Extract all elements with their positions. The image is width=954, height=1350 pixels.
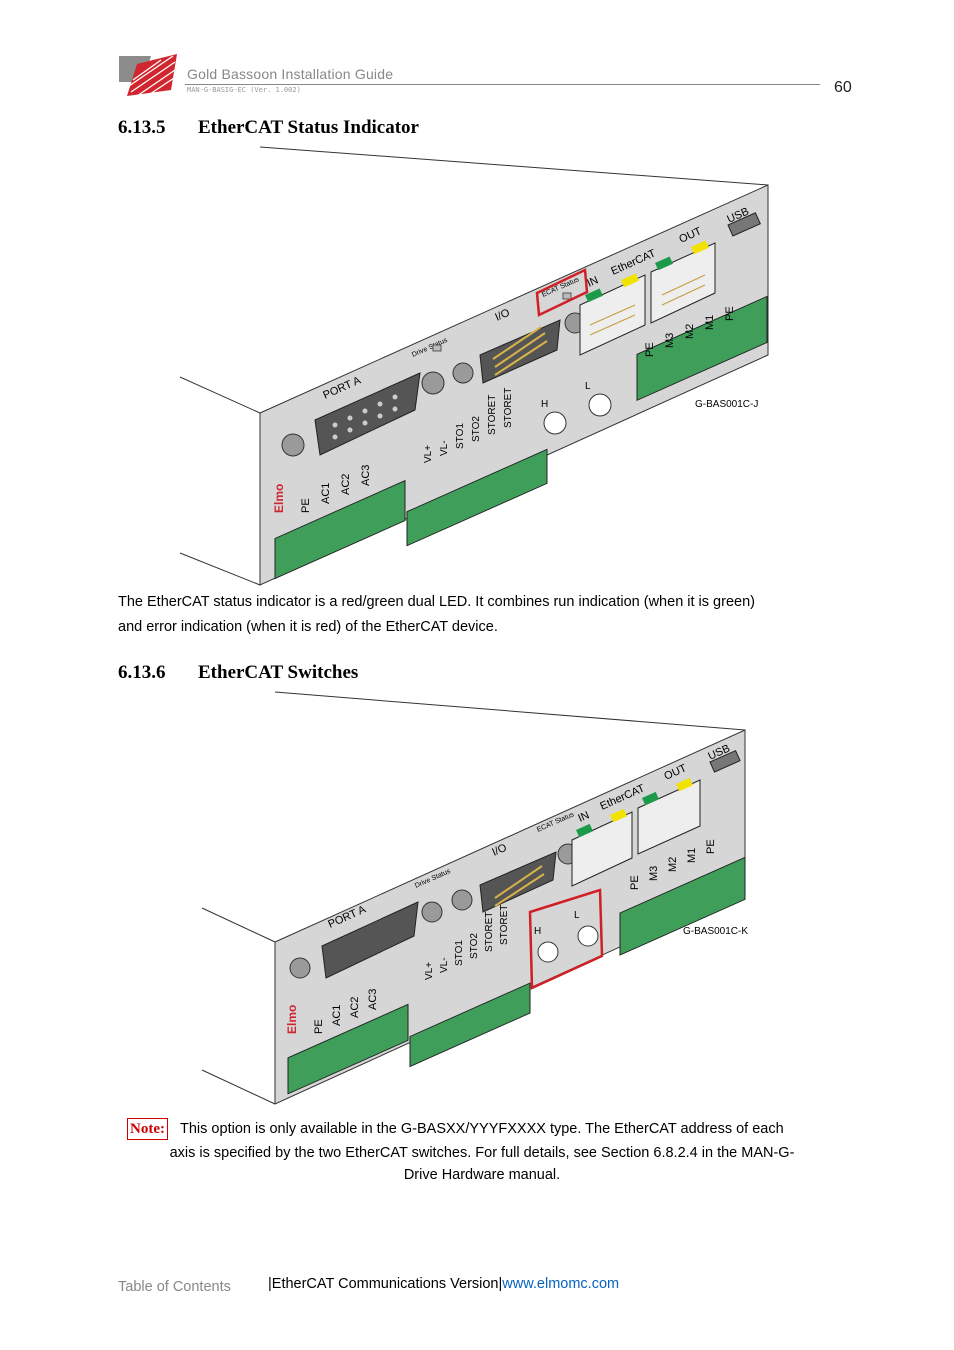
device-figure-status-indicator: PORT A I/O Drive Status ECAT Status IN E… (179, 146, 769, 586)
pin-label-power_pins: PE (300, 498, 312, 513)
pin-label-logic_pins: VL+ (424, 962, 435, 980)
ethercat-ports: IN EtherCAT OUT (579, 225, 716, 356)
note-line: Drive Hardware manual. (403, 1167, 561, 1183)
header-rule (185, 84, 820, 85)
note-block: Note: This option is only available in t… (127, 1117, 837, 1186)
svg-text:H: H (541, 399, 548, 410)
pin-label-motor_pins: M2 (667, 857, 679, 872)
pin-label-power_pins: AC2 (340, 474, 352, 495)
io-connector: I/O (452, 307, 586, 384)
pin-label-logic_pins: STO1 (455, 423, 466, 449)
svg-text:Elmo: Elmo (285, 1005, 299, 1034)
website-link[interactable]: www.elmomc.com (502, 1276, 620, 1292)
rotary-switches: H L (541, 381, 612, 435)
pin-label-motor_pins: PE (724, 306, 736, 321)
note-line: This option is only available in the G-B… (180, 1121, 784, 1137)
pin-label-logic_pins: STO2 (471, 416, 482, 442)
svg-text:IN: IN (576, 809, 591, 824)
svg-text:Elmo: Elmo (272, 484, 286, 513)
pin-label-power_pins: AC1 (320, 483, 332, 504)
pin-label-motor_pins: M3 (664, 333, 676, 348)
pin-label-logic_pins: STO2 (469, 933, 480, 959)
svg-text:H: H (534, 926, 541, 937)
pin-label-motor_pins: PE (644, 342, 656, 357)
note-label: Note: (127, 1118, 168, 1140)
pin-label-motor_pins: M1 (686, 848, 698, 863)
pin-label-logic_pins: STORET (503, 388, 514, 428)
pin-label-logic_pins: STORET (484, 912, 495, 952)
device-figure-switches: PORT A I/O Drive Status ECAT Status IN E… (201, 691, 748, 1105)
section-heading-status-indicator: 6.13.5 EtherCAT Status Indicator (118, 117, 419, 139)
pin-label-logic_pins: STO1 (454, 940, 465, 966)
page-number: 60 (834, 79, 852, 96)
pin-label-power_pins: AC2 (349, 997, 361, 1018)
pin-label-motor_pins: PE (629, 875, 641, 890)
pin-label-motor_pins: M1 (704, 315, 716, 330)
pin-label-power_pins: AC1 (331, 1005, 343, 1026)
pin-label-motor_pins: M3 (648, 866, 660, 881)
svg-text:IN: IN (585, 274, 600, 289)
pin-label-logic_pins: STORET (499, 905, 510, 945)
pin-label-motor_pins: PE (705, 839, 717, 854)
footer-section: |EtherCAT Communications Version| (268, 1276, 503, 1292)
pin-label-logic_pins: VL- (439, 440, 450, 456)
status-indicator-description: The EtherCAT status indicator is a red/g… (118, 590, 755, 640)
svg-text:L: L (585, 381, 591, 392)
elmo-logo-icon (117, 52, 179, 98)
paragraph-line: The EtherCAT status indicator is a red/g… (118, 594, 755, 610)
svg-text:G-BAS001C-J: G-BAS001C-J (695, 399, 758, 410)
svg-text:G-BAS001C-K: G-BAS001C-K (683, 926, 748, 937)
note-line: axis is specified by the two EtherCAT sw… (169, 1145, 795, 1161)
footer-text: |EtherCAT Communications Version|www.elm… (268, 1276, 619, 1292)
pin-label-logic_pins: VL+ (423, 445, 434, 463)
pin-label-power_pins: PE (313, 1019, 325, 1034)
pin-label-logic_pins: VL- (439, 957, 450, 973)
paragraph-line: and error indication (when it is red) of… (118, 619, 498, 635)
pin-label-motor_pins: M2 (684, 324, 696, 339)
svg-text:I/O: I/O (490, 842, 509, 859)
document-title: Gold Bassoon Installation Guide (187, 66, 394, 82)
section-number: 6.13.6 (118, 662, 166, 683)
svg-text:L: L (574, 910, 580, 921)
ethercat-switches-highlight: H L (528, 888, 604, 990)
pin-label-logic_pins: STORET (487, 395, 498, 435)
pin-label-power_pins: AC3 (360, 465, 372, 486)
svg-text:I/O: I/O (493, 307, 512, 324)
section-number: 6.13.5 (118, 117, 166, 138)
document-version: MAN-G-BASIG-EC (Ver. 1.002) (187, 86, 301, 94)
section-title: EtherCAT Status Indicator (198, 117, 419, 138)
pin-label-power_pins: AC3 (367, 989, 379, 1010)
section-title: EtherCAT Switches (198, 662, 359, 683)
section-heading-switches: 6.13.6 EtherCAT Switches (118, 662, 358, 684)
table-of-contents-link[interactable]: Table of Contents (118, 1279, 231, 1295)
